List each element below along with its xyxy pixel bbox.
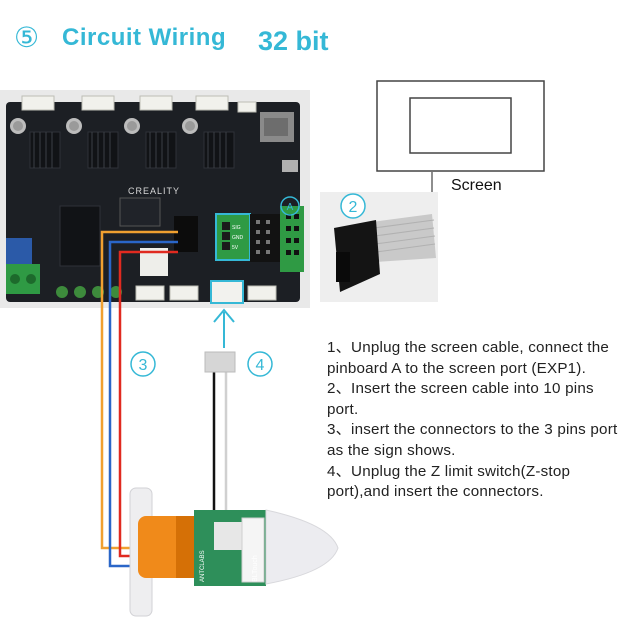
- step-number: ⑤: [14, 21, 40, 54]
- board-brand: CREALITY: [128, 186, 180, 196]
- screen-label: Screen: [451, 177, 502, 194]
- pinboard-callout-letter: A: [287, 202, 294, 213]
- zstop-callout-number: 4: [256, 357, 265, 374]
- capacitors: [10, 118, 198, 134]
- ribbon-callout-number: 2: [349, 199, 358, 216]
- instructions: 1、Unplug the screen cable, connect the p…: [327, 338, 627, 503]
- wires-callout: 3: [130, 351, 156, 377]
- mainboard: CREALITY SIG GND 5V: [0, 90, 310, 308]
- pin-label-sig: SIG: [232, 225, 241, 231]
- instruction-step-4: 4、Unplug the Z limit switch(Z-stop port)…: [327, 462, 571, 501]
- zstop-port: [210, 280, 244, 304]
- instruction-step-3: 3、insert the connectors to the 3 pins po…: [327, 421, 618, 459]
- sensor-model: BLTouch: [252, 555, 259, 582]
- bit-label: 32 bit: [258, 26, 329, 56]
- bltouch-sensor: BLTouch ANTCLABS: [129, 487, 339, 617]
- wire-black: [212, 368, 232, 536]
- three-pin-port: [215, 213, 251, 261]
- zstop-connector: [204, 308, 236, 373]
- ribbon-cable: [320, 192, 438, 302]
- screen-diagram: [376, 80, 545, 232]
- zstop-callout: 4: [247, 351, 273, 377]
- page-title: Circuit Wiring: [62, 24, 227, 51]
- ribbon-callout: 2: [340, 193, 366, 219]
- sensor-brand: ANTCLABS: [200, 550, 206, 582]
- pin-label-5v: 5V: [232, 245, 239, 251]
- pinboard-callout: A: [280, 196, 300, 216]
- instruction-step-2: 2、Insert the screen cable into 10 pins p…: [327, 380, 594, 418]
- wires-callout-number: 3: [139, 357, 148, 374]
- instruction-step-1: 1、Unplug the screen cable, connect the p…: [327, 339, 609, 377]
- pin-label-gnd: GND: [232, 235, 244, 241]
